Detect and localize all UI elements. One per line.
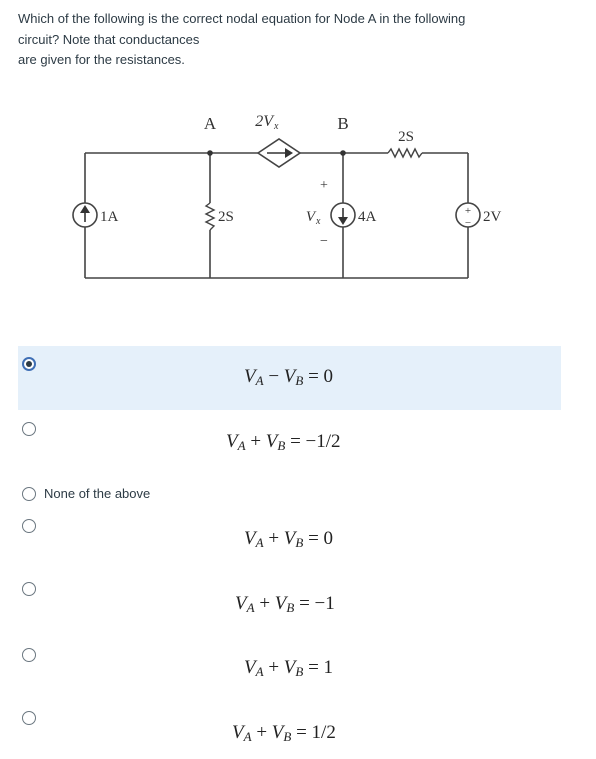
option-7-equation: VA + VB = 1/2 (232, 722, 336, 744)
answer-option-2[interactable]: VA + VB = −1/2 (18, 418, 561, 468)
radio-icon[interactable] (22, 519, 36, 533)
resistor-top-icon (387, 147, 423, 159)
answer-option-1[interactable]: VA − VB = 0 (18, 346, 561, 410)
answer-option-6[interactable]: VA + VB = 1 (18, 646, 561, 696)
cond-top-label: 2S (398, 129, 414, 145)
vx-minus: − (320, 234, 328, 249)
radio-icon[interactable] (22, 487, 36, 501)
option-5-equation: VA + VB = −1 (235, 593, 335, 615)
cond-mid-label: 2S (218, 209, 234, 225)
resistor-mid-icon (204, 202, 216, 231)
node-a-label: A (204, 114, 217, 133)
src-4a-label: 4A (358, 209, 377, 225)
dependent-current-source-icon (256, 138, 302, 168)
answer-option-3[interactable]: None of the above (18, 484, 561, 506)
radio-icon[interactable] (22, 582, 36, 596)
option-1-equation: VA − VB = 0 (244, 366, 334, 388)
radio-icon[interactable] (22, 648, 36, 662)
voltage-source-minus: − (465, 217, 471, 229)
vx-sub: x (315, 216, 321, 227)
question-line-3: are given for the resistances. (18, 52, 185, 67)
src-2v-label: 2V (483, 209, 502, 225)
current-source-1a-icon (72, 202, 98, 228)
answer-option-7[interactable]: VA + VB = 1/2 (18, 710, 561, 756)
question-line-2: circuit? Note that conductances (18, 31, 200, 47)
radio-icon[interactable] (22, 422, 36, 436)
option-2-equation: VA + VB = −1/2 (226, 431, 341, 453)
node-a-dot (207, 150, 213, 156)
radio-checked-icon[interactable] (22, 357, 36, 371)
node-b-dot (340, 150, 346, 156)
circuit-diagram: + − A B 2V x 2S 2S 1A 4A 2V + − V x (72, 113, 502, 279)
dep-source-label: 2V (255, 113, 275, 130)
vx-label: V (306, 209, 317, 225)
question-line-1: Which of the following is the correct no… (18, 11, 466, 26)
answer-option-5[interactable]: VA + VB = −1 (18, 580, 561, 630)
dep-source-sub: x (273, 121, 279, 132)
voltage-source-plus: + (465, 205, 471, 217)
current-source-4a-icon (330, 202, 356, 228)
vx-plus: + (320, 178, 328, 193)
radio-icon[interactable] (22, 711, 36, 725)
option-3-label: None of the above (44, 486, 151, 501)
node-b-label: B (337, 114, 348, 133)
src-1a-label: 1A (100, 209, 119, 225)
option-4-equation: VA + VB = 0 (244, 528, 334, 550)
answer-option-4[interactable]: VA + VB = 0 (18, 516, 561, 566)
voltage-source-2v-icon: + − (455, 202, 481, 229)
question-text: Which of the following is the correct no… (18, 9, 558, 71)
option-6-equation: VA + VB = 1 (244, 657, 334, 679)
